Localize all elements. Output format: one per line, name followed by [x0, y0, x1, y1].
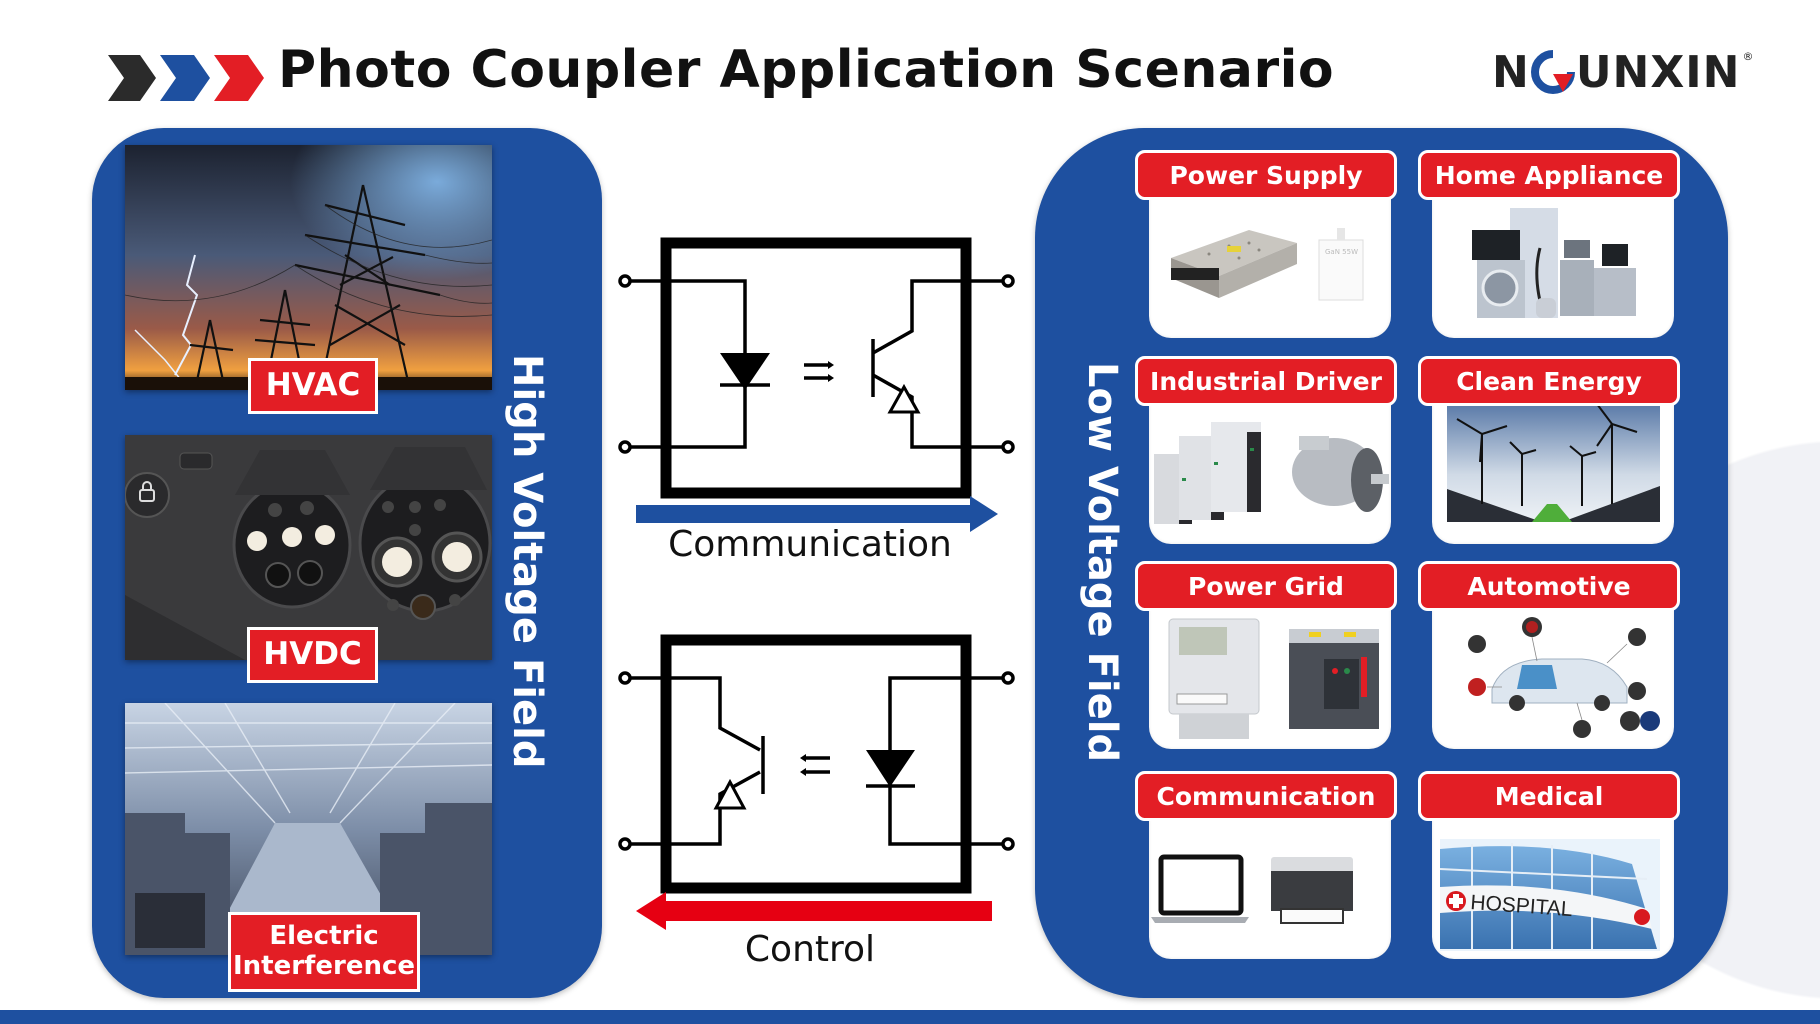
low-voltage-panel: Low Voltage Field Power Supply GaN 55W H… — [1035, 128, 1728, 998]
card-image-medical: HOSPITAL — [1432, 809, 1674, 959]
terminal-icon — [618, 440, 632, 454]
card-image-automotive — [1432, 599, 1674, 749]
terminal-icon — [1001, 274, 1015, 288]
terminal-icon — [1001, 837, 1015, 851]
card-header-power-supply: Power Supply — [1135, 150, 1397, 200]
terminal-icon — [618, 837, 632, 851]
electric-interference-label-line2: Interference — [232, 951, 416, 981]
communication-arrow-right-icon — [636, 496, 998, 532]
logo-q-mark-icon — [1530, 50, 1575, 94]
card-image-power-supply: GaN 55W — [1149, 188, 1391, 338]
card-image-industrial-driver — [1149, 394, 1391, 544]
page-title: Photo Coupler Application Scenario — [278, 40, 1335, 100]
electric-interference-label-line1: Electric — [269, 921, 379, 952]
hvac-image — [125, 145, 492, 390]
card-header-clean-energy: Clean Energy — [1418, 356, 1680, 406]
low-voltage-field-title: Low Voltage Field — [1079, 362, 1125, 763]
hvac-label: HVAC — [248, 358, 378, 414]
card-header-communication: Communication — [1135, 771, 1397, 821]
home-appliance-icon — [1472, 208, 1636, 318]
control-label: Control — [744, 929, 876, 970]
control-arrow-left-icon — [636, 892, 992, 930]
power-meter-icon — [1168, 618, 1379, 739]
card-header-power-grid: Power Grid — [1135, 561, 1397, 611]
power-supply-icon: GaN 55W — [1171, 228, 1364, 301]
automotive-icon — [1468, 617, 1660, 738]
card-image-clean-energy — [1432, 394, 1674, 544]
electric-interference-label: Electric Interference — [228, 912, 420, 992]
card-header-industrial-driver: Industrial Driver — [1135, 356, 1397, 406]
card-image-communication — [1149, 809, 1391, 959]
hospital-icon: HOSPITAL — [1439, 839, 1660, 951]
industrial-driver-icon — [1154, 422, 1389, 524]
laptop-printer-icon — [1151, 854, 1353, 924]
optocoupler-diagram-control — [618, 634, 1015, 894]
logo-text-n: N — [1492, 46, 1530, 98]
terminal-icon — [618, 274, 632, 288]
hvdc-label: HVDC — [247, 627, 378, 683]
high-voltage-field-title: High Voltage Field — [504, 354, 550, 769]
ev-charging-port-icon — [125, 435, 492, 660]
transmission-tower-icon — [125, 145, 492, 390]
card-image-power-grid — [1149, 599, 1391, 749]
card-image-home-appliance — [1432, 188, 1674, 338]
charger-label: GaN 55W — [1325, 248, 1358, 256]
terminal-icon — [618, 671, 632, 685]
optocoupler-diagram-communication — [618, 237, 1015, 499]
terminal-icon — [1001, 671, 1015, 685]
card-header-medical: Medical — [1418, 771, 1680, 821]
logo-registered-mark: ® — [1742, 50, 1755, 63]
communication-label: Communication — [668, 524, 952, 565]
terminal-icon — [1001, 440, 1015, 454]
chevron-arrows-icon — [108, 55, 264, 101]
logo-text-unxin: UNXIN — [1575, 46, 1741, 98]
high-voltage-panel: HVAC HVDC — [92, 128, 602, 998]
footer-bar — [0, 1010, 1820, 1024]
card-header-home-appliance: Home Appliance — [1418, 150, 1680, 200]
wind-solar-icon — [1447, 403, 1660, 522]
brand-logo: N UNXIN ® — [1492, 46, 1755, 98]
hvdc-image — [125, 435, 492, 660]
card-header-automotive: Automotive — [1418, 561, 1680, 611]
